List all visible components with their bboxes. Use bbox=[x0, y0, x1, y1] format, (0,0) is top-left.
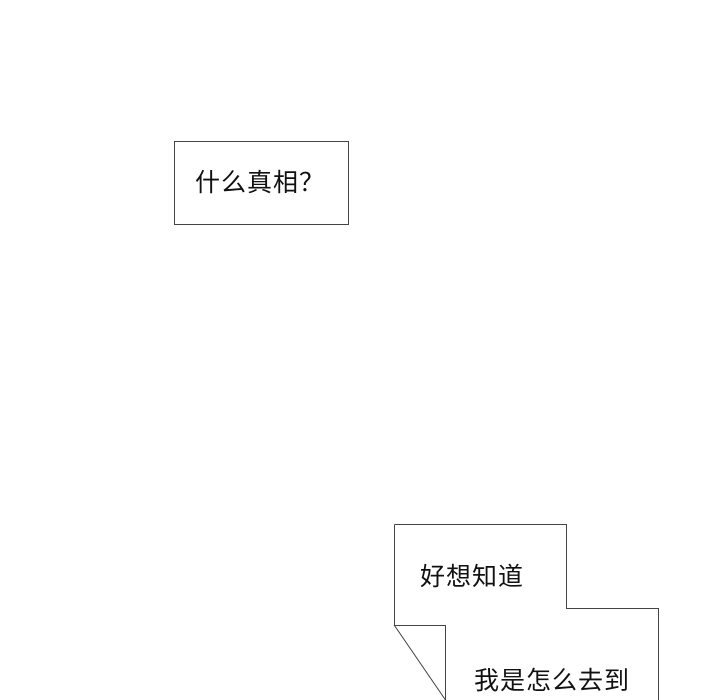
speech-box-1 bbox=[174, 141, 349, 225]
speech-text-2: 好想知道 bbox=[420, 562, 525, 591]
speech-text-3: 我是怎么去到 bbox=[474, 666, 631, 695]
speech-text-1: 什么真相？ bbox=[195, 168, 326, 197]
